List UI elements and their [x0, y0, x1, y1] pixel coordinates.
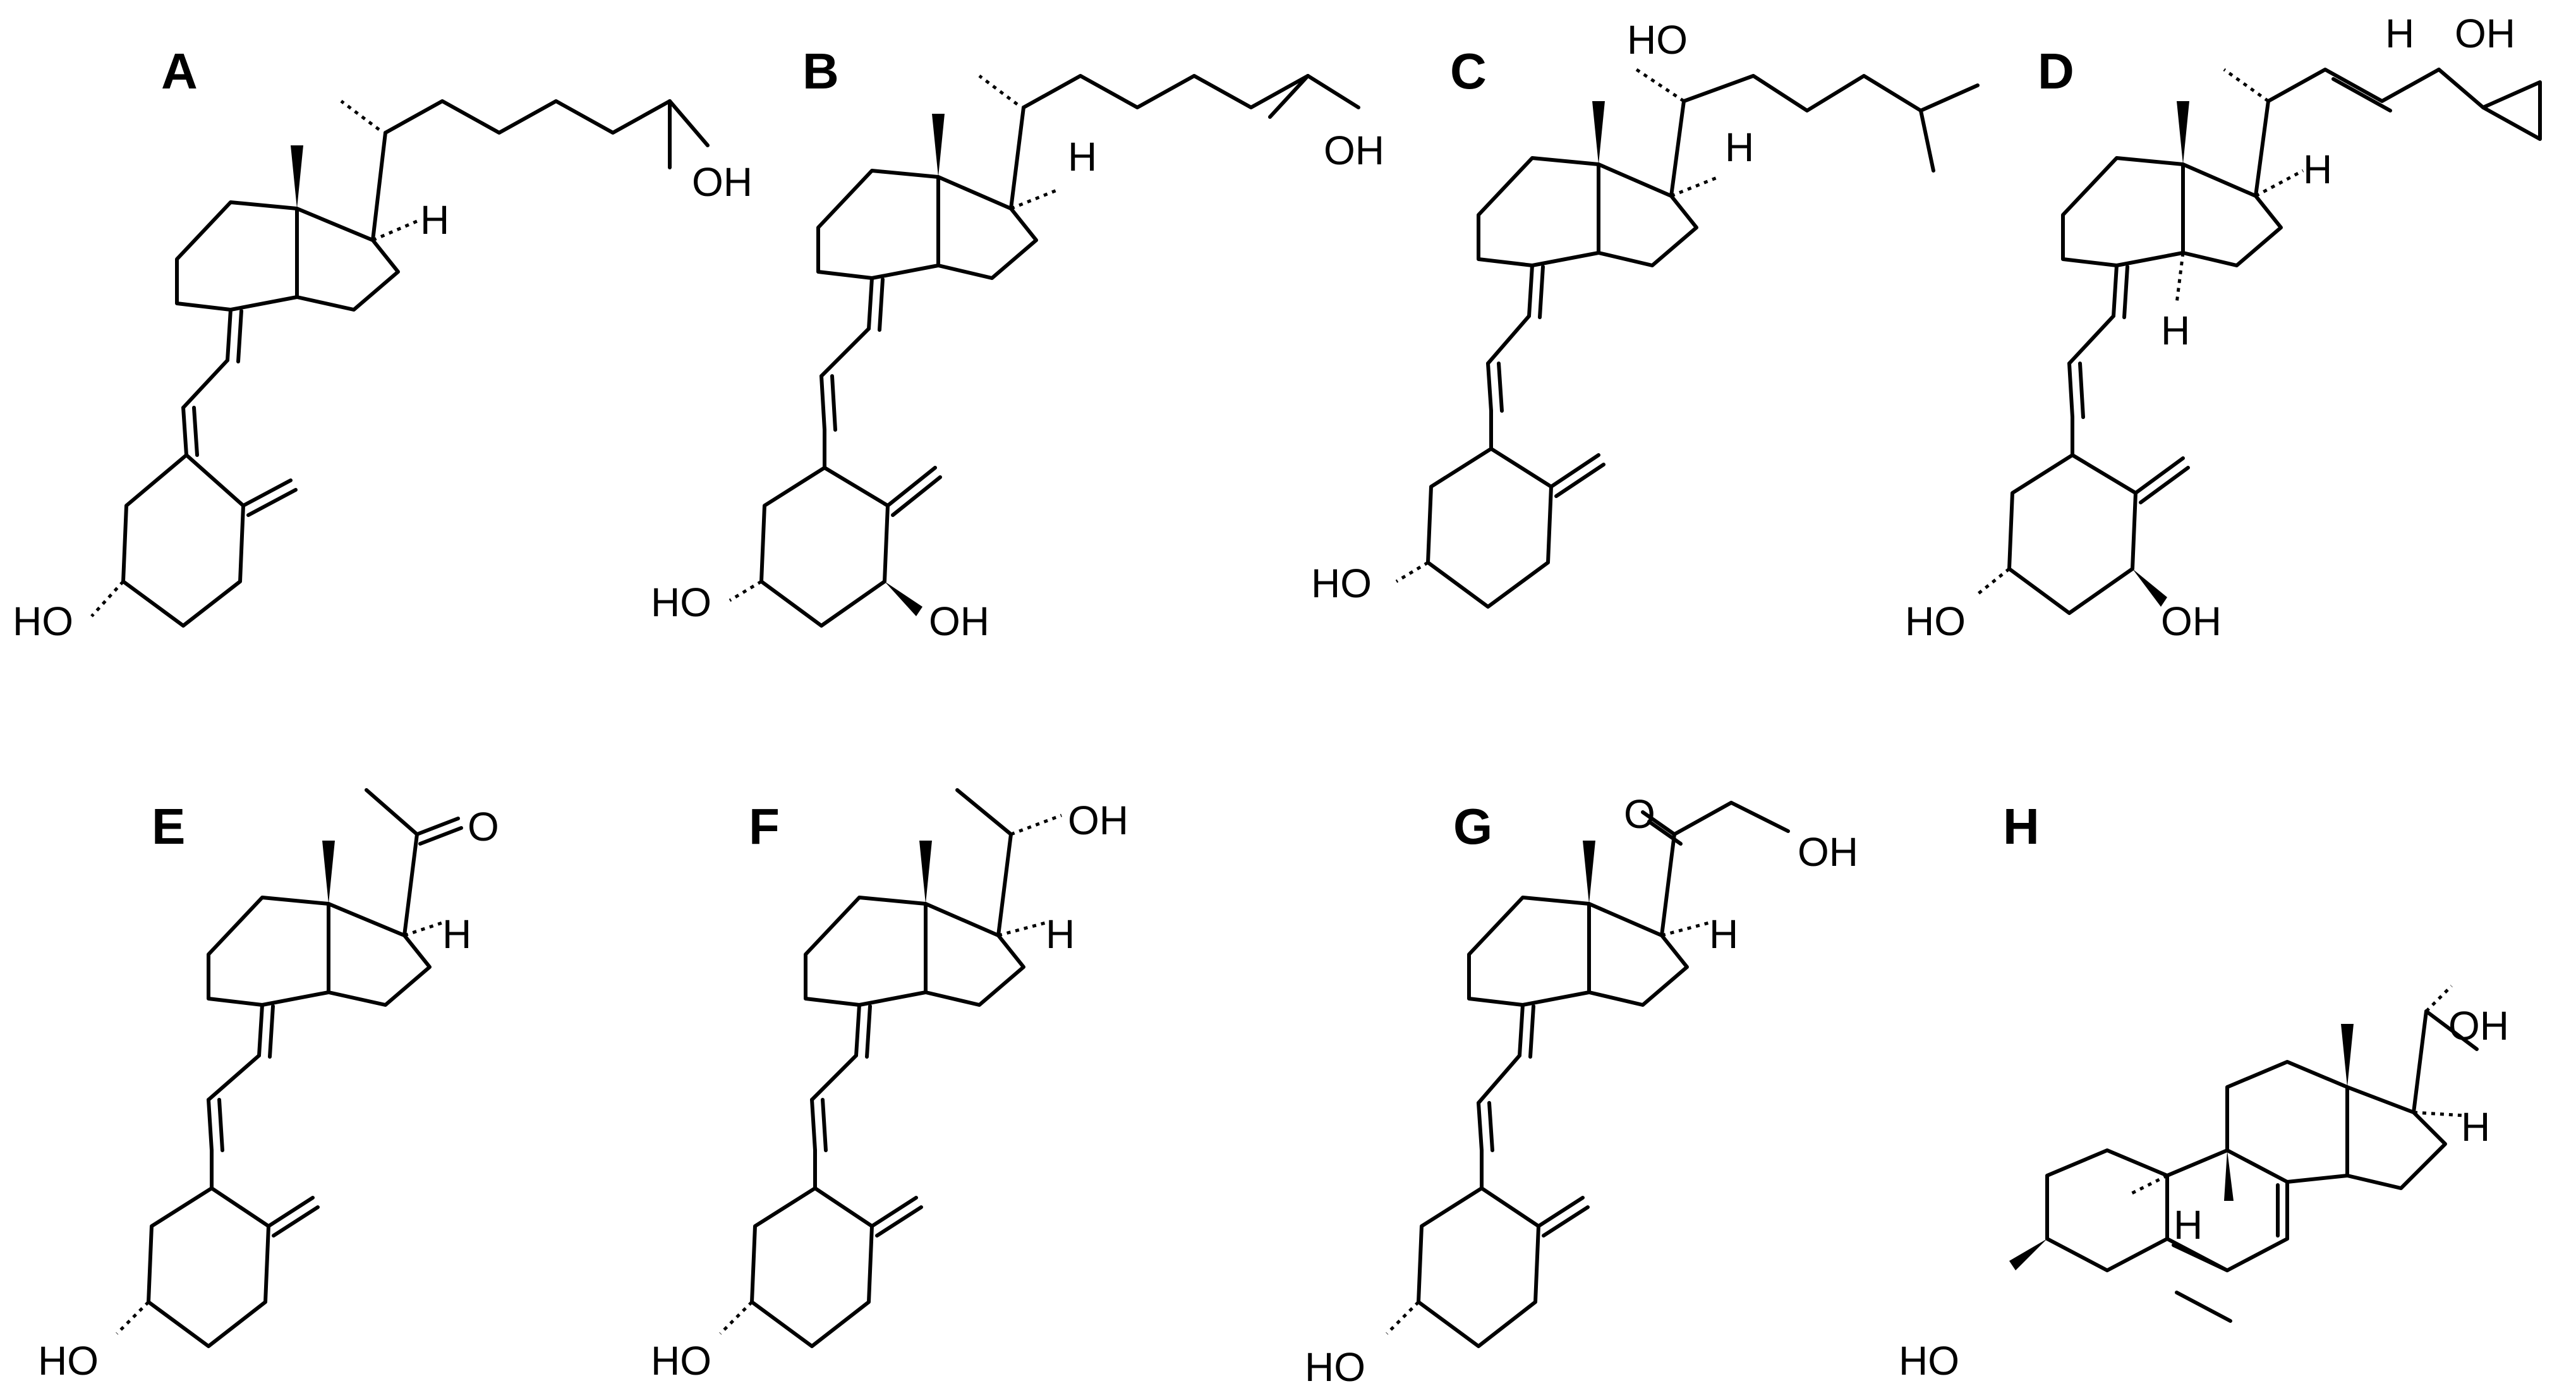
label-ho: HO [13, 599, 73, 644]
panel-label-g: G [1453, 798, 1492, 855]
panel-label-d: D [2038, 43, 2074, 99]
label-ho: HO [651, 580, 711, 625]
panel-e: E O H HO [38, 788, 499, 1384]
structure-d [1976, 68, 2542, 615]
label-o: O [1624, 791, 1655, 837]
label-h-junction: H [2161, 308, 2190, 353]
label-h: H [2303, 147, 2332, 192]
label-ho: HO [651, 1338, 711, 1384]
panel-g: G O OH H HO [1305, 791, 1858, 1390]
label-oh: OH [1798, 829, 1858, 875]
label-oh: OH [1068, 798, 1128, 843]
label-oh-top: OH [2455, 11, 2515, 56]
structure-c [1395, 68, 1980, 609]
label-oh-ring: OH [2161, 599, 2222, 644]
label-h: H [2461, 1104, 2490, 1150]
panel-label-c: C [1450, 43, 1487, 99]
label-o: O [468, 804, 499, 849]
panel-f: F OH H HO [651, 788, 1128, 1384]
panel-h: H OH H H HO [1899, 798, 2509, 1384]
panel-c: C HO H HO [1311, 17, 1980, 609]
label-oh: OH [2448, 1003, 2509, 1049]
label-ho: HO [38, 1338, 99, 1384]
structure-f [719, 788, 1062, 1348]
label-ho-side: HO [1627, 17, 1688, 63]
label-h: H [1725, 125, 1754, 170]
panel-a: A OH [13, 43, 753, 644]
label-ho: HO [1305, 1344, 1365, 1390]
structure-e [116, 788, 463, 1348]
label-oh: OH [692, 159, 753, 205]
panel-d: D H OH H H HO [1905, 11, 2542, 644]
panel-label-h: H [2003, 798, 2040, 855]
label-h: H [1046, 911, 1075, 957]
panel-label-e: E [152, 798, 185, 855]
label-h: H [1068, 134, 1097, 179]
label-h-top: H [2385, 11, 2414, 56]
label-oh: OH [1324, 128, 1384, 173]
label-ho: HO [1905, 599, 1966, 644]
panel-label-a: A [161, 43, 198, 99]
label-h: H [442, 911, 471, 957]
label-ho: HO [1311, 561, 1372, 606]
panel-b: B OH H HO OH [651, 43, 1384, 644]
label-h: H [1709, 911, 1738, 957]
panel-label-b: B [802, 43, 839, 99]
structure-b [729, 74, 1360, 628]
structure-h [2009, 985, 2479, 1323]
label-ho: HO [1899, 1338, 1959, 1384]
label-oh-ring: OH [929, 599, 989, 644]
panel-label-f: F [749, 798, 780, 855]
structure-g [1386, 801, 1790, 1348]
label-h: H [420, 197, 449, 243]
label-h-junction: H [2174, 1202, 2203, 1248]
structure-a [90, 99, 710, 628]
